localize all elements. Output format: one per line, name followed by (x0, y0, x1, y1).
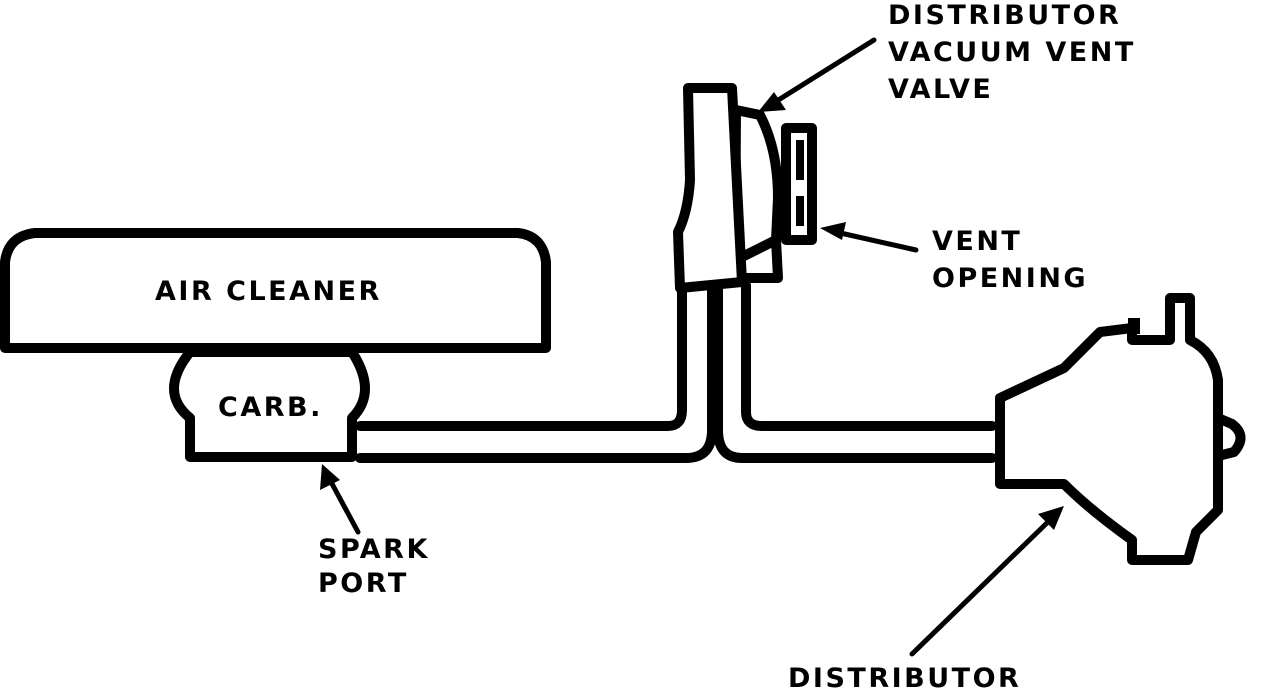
vent-opening-leader (820, 222, 919, 253)
spark-port-label-line-1: SPARK (318, 534, 430, 565)
distributor-vacuum-vent-valve (673, 83, 817, 293)
spark-port-leader (320, 464, 361, 535)
distributor-leader (909, 506, 1064, 657)
valve-leader (758, 37, 877, 112)
carburetor-body (169, 347, 370, 462)
distributor-body (995, 293, 1223, 565)
distributor (995, 293, 1246, 565)
valve-label-line-3: VALVE (888, 74, 993, 105)
valve-label-line-2: VACUUM VENT (888, 37, 1136, 68)
spark-port-label-line-2: PORT (318, 568, 409, 599)
air-cleaner-label: AIR CLEANER (155, 276, 382, 307)
vent-opening-slot (796, 140, 804, 180)
vent-opening-label-line-2: OPENING (932, 263, 1088, 294)
vent-opening-label-line-1: VENT (932, 226, 1022, 257)
distributor-vacuum-nipple (1213, 413, 1246, 461)
valve-vent-tab (781, 123, 817, 245)
valve-diaphragm-housing (730, 105, 783, 275)
vacuum-hose-to-distributor (713, 280, 997, 463)
air-cleaner-housing (0, 228, 551, 353)
valve-body (673, 83, 747, 293)
vacuum-hose-to-valve (355, 280, 717, 463)
distributor-label: DISTRIBUTOR (788, 663, 1021, 690)
valve-label-line-1: DISTRIBUTOR (888, 0, 1121, 31)
vent-opening-slot-lower (796, 196, 804, 226)
carb-label: CARB. (218, 392, 323, 423)
distributor-cap-tab (1128, 318, 1140, 334)
